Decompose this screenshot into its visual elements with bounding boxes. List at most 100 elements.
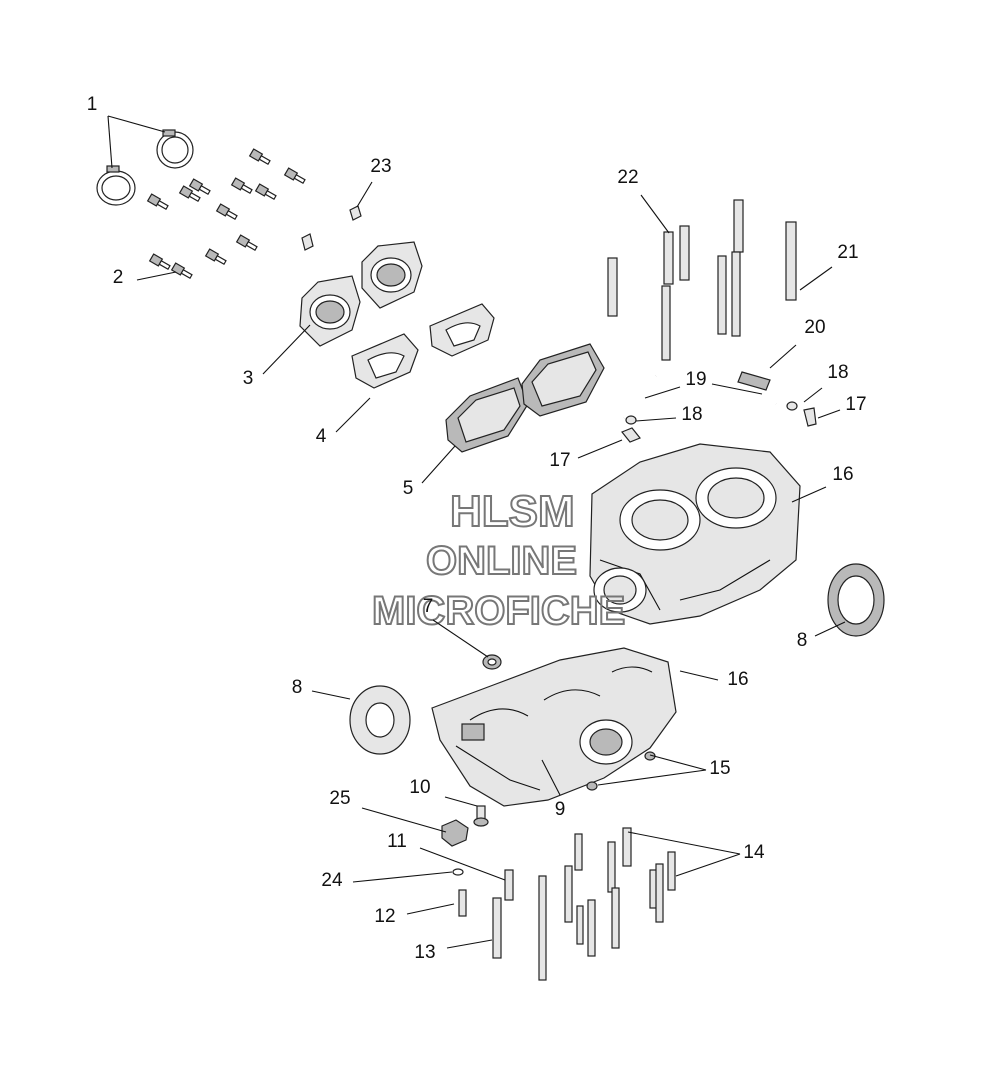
- callout-label: 18: [681, 404, 702, 425]
- upper-crankcase-16: [589, 443, 801, 625]
- callout-c12: 12: [374, 903, 455, 927]
- callout-label: 17: [845, 394, 866, 415]
- leader-line: [335, 397, 371, 433]
- callout-c20: 20: [769, 317, 826, 369]
- leader-line: [640, 194, 670, 234]
- leader-line: [541, 759, 561, 796]
- callout-label: 1: [87, 94, 98, 115]
- leader-line: [791, 486, 827, 503]
- callout-label: 10: [409, 777, 430, 798]
- callout-label: 2: [113, 267, 124, 288]
- reed-gaskets-4: [351, 303, 495, 389]
- callout-label: 18: [827, 362, 848, 383]
- small-bolts-2: [146, 148, 306, 280]
- leader-line: [799, 266, 833, 291]
- callout-label: 23: [370, 156, 391, 177]
- callout-label: 5: [403, 478, 414, 499]
- leader-line: [597, 769, 707, 786]
- studs-22-21: [607, 199, 797, 361]
- callout-c17b: 17: [817, 394, 867, 419]
- callout-c13: 13: [414, 939, 493, 963]
- linkage-17-20: [621, 371, 817, 443]
- leader-line: [817, 409, 841, 419]
- leader-line: [635, 417, 677, 422]
- callout-c9: 9: [541, 759, 566, 820]
- callout-label: 7: [423, 596, 434, 617]
- callout-label: 14: [743, 842, 765, 863]
- callout-c16b: 16: [679, 669, 749, 690]
- callout-c19: 19: [644, 369, 763, 399]
- callout-label: 16: [727, 669, 748, 690]
- leader-line: [311, 690, 351, 700]
- leader-line: [814, 621, 846, 637]
- callout-label: 25: [329, 788, 350, 809]
- callout-label: 20: [804, 317, 825, 338]
- callout-label: 9: [555, 799, 566, 820]
- callout-label: 12: [374, 906, 395, 927]
- leader-line: [421, 445, 456, 484]
- reed-valves-5: [445, 343, 605, 453]
- long-bolts-11-14: [458, 827, 676, 981]
- callout-label: 24: [321, 870, 343, 891]
- callout-c16a: 16: [791, 464, 854, 503]
- clips-23: [301, 205, 362, 251]
- watermark-line-3: MICROFICHE: [372, 589, 625, 633]
- leader-line: [406, 903, 455, 915]
- callout-c8b: 8: [797, 621, 846, 651]
- small-parts-10-15-24-25: [441, 751, 656, 876]
- leader-line: [352, 871, 453, 883]
- leader-line: [803, 387, 823, 403]
- callout-label: 17: [549, 450, 570, 471]
- callout-label: 19: [685, 369, 706, 390]
- callout-c11: 11: [387, 831, 506, 881]
- callout-label: 15: [709, 758, 730, 779]
- callout-label: 8: [292, 677, 303, 698]
- watermark-line-1: HLSM: [450, 487, 575, 536]
- leader-line: [711, 383, 763, 395]
- leader-line: [136, 271, 177, 281]
- watermark-line-2: ONLINE: [426, 539, 577, 583]
- leader-line: [446, 939, 493, 949]
- callout-label: 13: [414, 942, 435, 963]
- callout-label: 16: [832, 464, 853, 485]
- leader-line: [649, 754, 707, 771]
- callout-c23: 23: [356, 156, 392, 208]
- callout-label: 3: [243, 368, 254, 389]
- callout-c3: 3: [243, 324, 311, 389]
- callout-c25: 25: [329, 788, 447, 833]
- leader-line: [644, 386, 681, 399]
- callout-c7: 7: [423, 596, 489, 658]
- callout-layer: 1234578891011121314151616171718181920212…: [87, 94, 867, 963]
- callout-c1: 1: [87, 94, 166, 169]
- callout-c18b: 18: [803, 362, 849, 403]
- callout-c2: 2: [113, 267, 177, 288]
- leader-line: [577, 439, 623, 459]
- watermark: HLSM ONLINE MICROFICHE: [371, 486, 626, 634]
- callout-c22: 22: [617, 167, 670, 234]
- leader-line: [107, 115, 113, 169]
- leader-line: [419, 847, 506, 881]
- leader-line: [679, 670, 719, 681]
- lower-crankcase-9-16: [431, 647, 677, 807]
- callout-c21: 21: [799, 242, 859, 291]
- hose-clamp-1: [96, 129, 194, 206]
- callout-c18a: 18: [635, 404, 703, 425]
- leader-line: [356, 181, 373, 208]
- callout-c10: 10: [409, 777, 478, 807]
- callout-c14: 14: [627, 831, 765, 877]
- callout-label: 22: [617, 167, 638, 188]
- seals-8: [349, 563, 885, 755]
- callout-c24: 24: [321, 870, 453, 891]
- leader-line: [262, 324, 311, 375]
- callout-c5: 5: [403, 445, 456, 499]
- callout-c15: 15: [597, 754, 731, 786]
- washer-7: [482, 654, 502, 670]
- leader-line: [107, 115, 166, 133]
- leader-line: [627, 831, 741, 855]
- leader-line: [675, 853, 741, 877]
- leader-line: [769, 344, 797, 369]
- leader-line: [361, 807, 447, 833]
- callout-label: 8: [797, 630, 808, 651]
- callout-label: 21: [837, 242, 858, 263]
